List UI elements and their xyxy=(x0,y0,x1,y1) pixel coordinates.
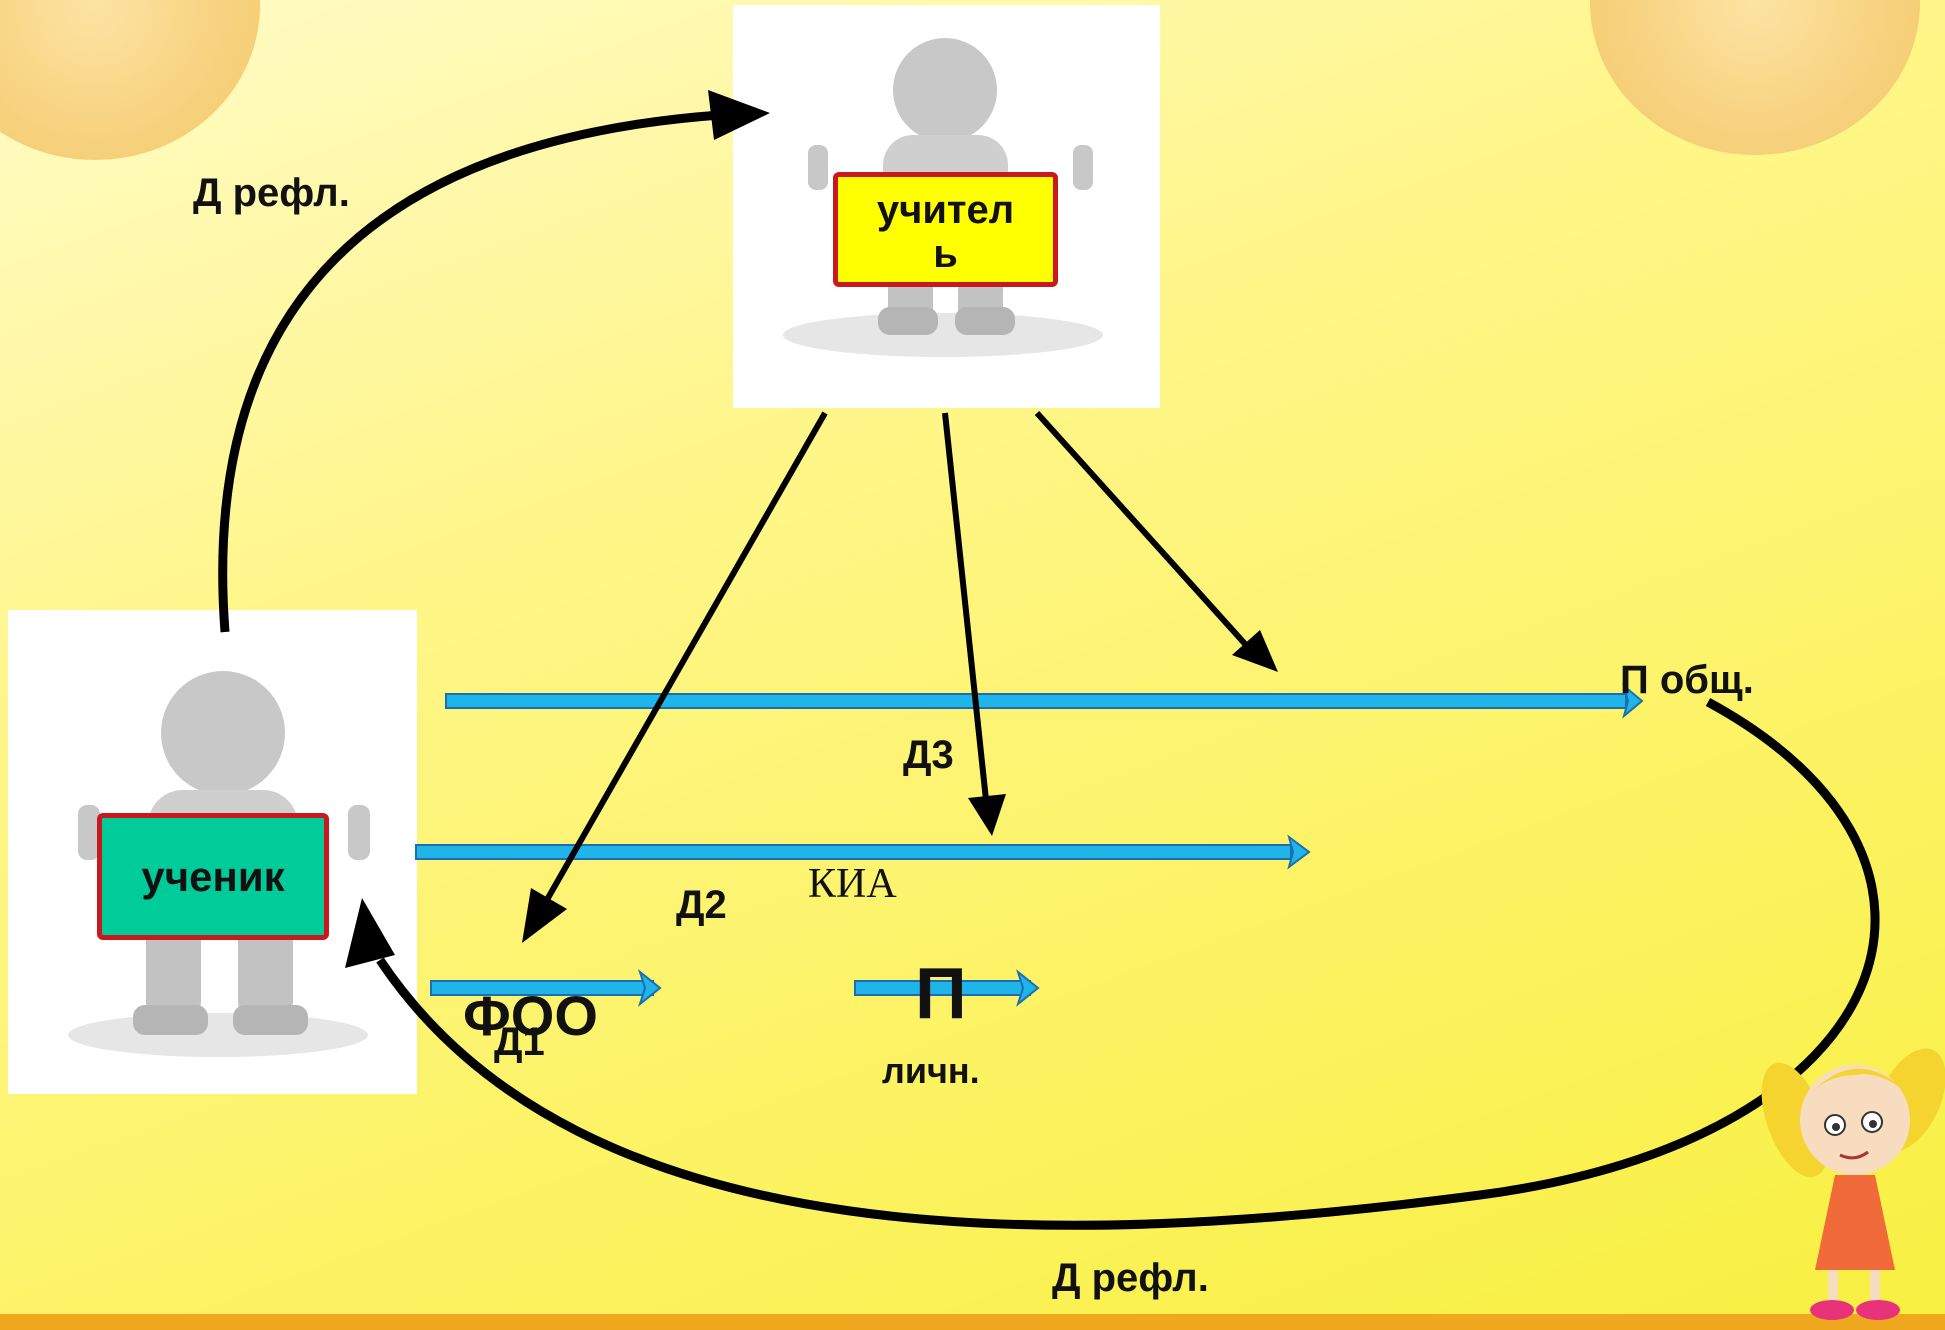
label-d1: Д1 xyxy=(494,1020,545,1064)
arrow-refl-student-to-teacher xyxy=(218,90,770,633)
arrow-teacher-to-p-obsch xyxy=(1034,410,1278,672)
teacher-card xyxy=(733,5,1160,408)
flow-arrow-kia xyxy=(415,834,1311,870)
label-p-big: П xyxy=(915,954,967,1034)
label-d-refl-bottom: Д рефл. xyxy=(1052,1256,1209,1300)
flow-arrow-foo xyxy=(430,969,662,1007)
label-d2: Д2 xyxy=(676,883,727,927)
student-sign: ученик xyxy=(97,813,329,940)
arrow-teacher-to-d1 xyxy=(522,411,828,943)
label-d3: Д3 xyxy=(903,733,954,777)
girl-character-image xyxy=(1761,1048,1945,1320)
label-d-refl-top: Д рефл. xyxy=(193,171,350,215)
label-lichn: личн. xyxy=(882,1050,980,1091)
teacher-sign: учител ь xyxy=(833,172,1058,287)
teacher-sign-line2: ь xyxy=(933,231,958,276)
arrow-teacher-to-d3 xyxy=(942,412,1006,836)
bottom-bar xyxy=(0,1314,1945,1330)
label-kia: КИА xyxy=(808,861,897,907)
student-sign-label: ученик xyxy=(141,852,285,900)
teacher-sign-line1: учител xyxy=(876,187,1015,232)
flow-arrow-p-obsch xyxy=(445,683,1644,719)
label-foo: ФОО xyxy=(463,984,598,1047)
flow-arrow-p-lichn xyxy=(854,969,1040,1007)
arrow-refl-p-obsch-to-student xyxy=(345,698,1880,1230)
label-p-obsch: П общ. xyxy=(1620,658,1754,702)
